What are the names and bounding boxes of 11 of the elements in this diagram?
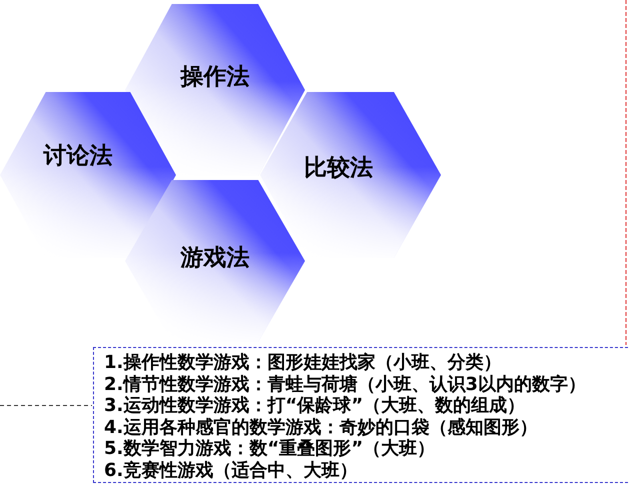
hexagon-label: 比较法: [304, 154, 373, 182]
hexagon-label: 操作法: [180, 62, 250, 92]
list-item: 1.操作性数学游戏：图形娃娃找家（小班、分类）: [104, 352, 502, 374]
list-item: 4.运用各种感官的数学游戏：奇妙的口袋（感知图形）: [104, 416, 538, 438]
list-item: 6.竞赛性游戏（适合中、大班）: [104, 460, 358, 482]
hexagon-label: 讨论法: [44, 142, 112, 170]
list-item: 5.数学智力游戏：数“重叠图形”（大班）: [104, 438, 436, 460]
list-item: 2.情节性数学游戏：青蛙与荷塘（小班、认识3以内的数字）: [104, 374, 587, 396]
hexagon-label: 游戏法: [180, 244, 250, 272]
text-box: [93, 347, 629, 483]
list-item: 3.运动性数学游戏：打“保龄球”（大班、数的组成）: [104, 395, 526, 417]
